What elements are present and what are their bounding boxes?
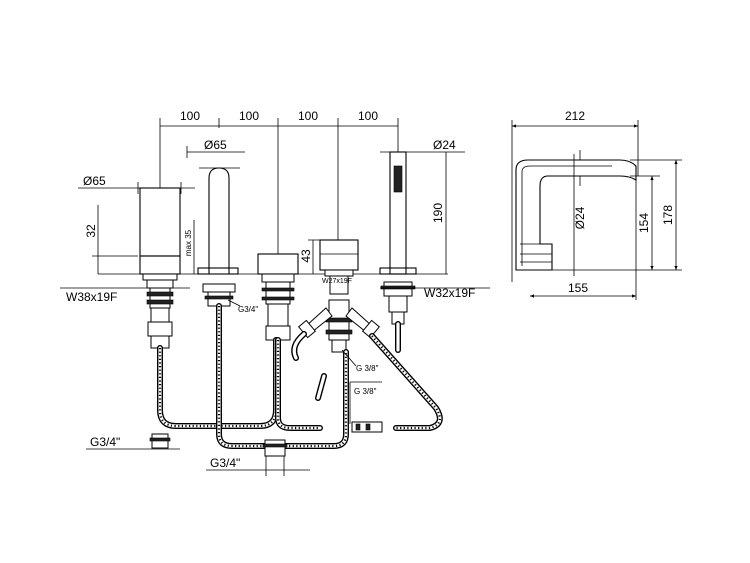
middle-valve [257, 253, 299, 341]
height-43-label: 43 [299, 249, 313, 263]
max-35-label: max 35 [184, 229, 193, 256]
g38-label-a: G 3/8" [356, 364, 379, 373]
hand-shower [379, 151, 417, 325]
left-diameter-dimension: Ø65 [78, 174, 195, 194]
height-32-label: 32 [84, 224, 98, 238]
spacing-label-2: 100 [239, 109, 259, 123]
shower-diameter-label: Ø24 [433, 138, 456, 152]
hoses [149, 303, 443, 457]
g34-bottom-label: G3/4" [210, 456, 240, 470]
left-thread-label: W38x19F [66, 290, 117, 304]
g38-label-b: G 3/8" [354, 387, 377, 396]
spacing-label-3: 100 [298, 109, 318, 123]
g34-small-label: G3/4" [238, 305, 258, 314]
side-view: 212 Ø24 154 178 155 [511, 109, 682, 300]
right-thread-label: W32x19F [424, 286, 475, 300]
spout [197, 167, 240, 307]
front-view: 100 100 100 100 Ø65 Ø24 Ø65 32 [60, 109, 490, 476]
nut-w27-label: W27x19F [322, 278, 352, 285]
height-154-label: 154 [637, 213, 651, 233]
spacing-label-4: 100 [358, 109, 378, 123]
diameter-24-label: Ø24 [573, 206, 587, 229]
left-diameter-label: Ø65 [83, 174, 106, 188]
max-35-dimension: max 35 [184, 220, 195, 274]
spout-diameter-label: Ø65 [204, 138, 227, 152]
thread-labels: W38x19F W32x19F G3/4" G 3/8" G 3/8" G3/4… [60, 286, 490, 476]
side-spout-outline [515, 159, 637, 271]
spout-diameter-dimension: Ø65 [186, 138, 245, 158]
spacing-label-1: 100 [180, 109, 200, 123]
diverter: W27x19F [297, 239, 381, 353]
g34-left-label: G3/4" [90, 435, 120, 449]
width-212-label: 212 [565, 109, 585, 123]
left-valve [139, 187, 181, 349]
height-190-dimension: 190 [431, 152, 447, 274]
shower-diameter-dimension: Ø24 [380, 138, 465, 153]
height-32-dimension: 32 [84, 205, 138, 274]
height-190-label: 190 [431, 203, 445, 223]
hose-middle [275, 337, 323, 431]
height-178-label: 178 [661, 205, 675, 225]
width-155-label: 155 [568, 281, 588, 295]
spacing-dimension: 100 100 100 100 [159, 109, 399, 254]
